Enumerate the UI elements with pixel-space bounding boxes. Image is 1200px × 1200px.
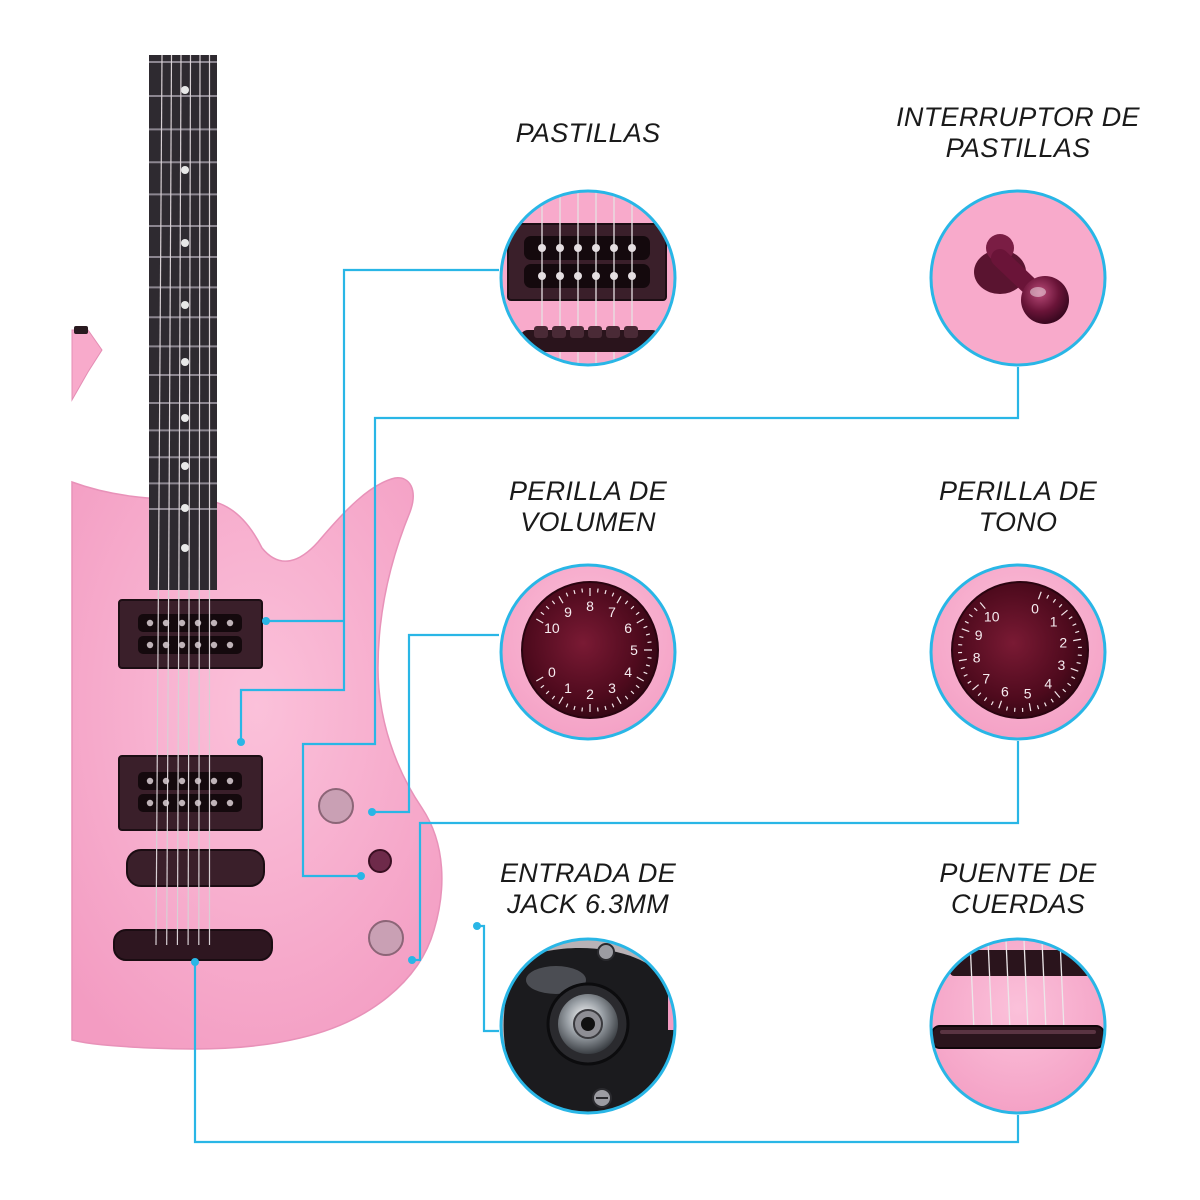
line-pickup-switch xyxy=(301,367,1020,878)
label-bridge: PUENTE DE CUERDAS xyxy=(908,858,1128,920)
pickup-pole-pieces xyxy=(146,619,234,807)
knob-number: 1 xyxy=(564,680,572,696)
guitar-upper-horn xyxy=(71,329,103,402)
body-volume-knob xyxy=(318,788,354,824)
knob-number: 2 xyxy=(586,686,594,702)
knob-number: 10 xyxy=(544,620,560,636)
knob-number: 6 xyxy=(1001,683,1009,699)
knob-number: 9 xyxy=(975,627,983,643)
line-bridge xyxy=(193,962,1020,1144)
bridge-closeup xyxy=(929,937,1107,1115)
label-volume-knob: PERILLA DE VOLUMEN xyxy=(478,476,698,538)
knob-number: 1 xyxy=(1050,614,1058,630)
tailpiece xyxy=(113,929,273,961)
knob-number: 2 xyxy=(1059,634,1067,650)
label-tone-knob-line-1: PERILLA DE xyxy=(938,476,1098,506)
tune-o-matic-bridge xyxy=(126,849,265,887)
callout-endpoints xyxy=(191,617,481,966)
knob-number: 0 xyxy=(1031,601,1039,617)
fret-inlays xyxy=(181,86,189,552)
knob-number: 6 xyxy=(624,620,632,636)
knob-number: 9 xyxy=(564,604,572,620)
label-pickups: PASTILLAS xyxy=(478,118,698,149)
line-volume-knob xyxy=(372,633,499,814)
label-pickup-switch-line-2: PASTILLAS xyxy=(945,133,1091,163)
label-jack-input-line-1: ENTRADA DE xyxy=(499,858,677,888)
guitar-strings xyxy=(155,54,211,946)
neck-pickup xyxy=(118,599,263,669)
knob-number: 8 xyxy=(586,598,594,614)
body-tone-knob xyxy=(368,920,404,956)
bridge-pickup xyxy=(118,755,263,831)
label-pickup-switch: INTERRUPTOR DE PASTILLAS xyxy=(888,102,1148,164)
knob-number: 3 xyxy=(608,680,616,696)
body-pickup-selector xyxy=(368,849,392,873)
label-bridge-line-2: CUERDAS xyxy=(950,889,1086,919)
label-bridge-line-1: PUENTE DE xyxy=(939,858,1097,888)
knob-number: 7 xyxy=(608,604,616,620)
label-jack-input: ENTRADA DE JACK 6.3MM xyxy=(478,858,698,920)
label-tone-knob-line-2: TONO xyxy=(978,507,1058,537)
knob-number: 10 xyxy=(984,608,1000,624)
line-jack-input xyxy=(477,924,499,1033)
callout-lines xyxy=(193,268,1020,1144)
pickups-closeup xyxy=(499,189,677,367)
knob-number: 3 xyxy=(1057,657,1065,673)
label-pickups-line-1: PASTILLAS xyxy=(515,118,661,148)
knob-number: 4 xyxy=(624,664,632,680)
strap-button xyxy=(74,326,88,334)
guitar-illustration xyxy=(71,54,443,1050)
label-volume-knob-line-2: VOLUMEN xyxy=(520,507,656,537)
knob-number: 8 xyxy=(973,650,981,666)
pickup-switch-closeup xyxy=(929,189,1107,367)
label-tone-knob: PERILLA DE TONO xyxy=(908,476,1128,538)
label-pickup-switch-line-1: INTERRUPTOR DE xyxy=(896,102,1140,132)
jack-input-closeup xyxy=(499,937,677,1115)
label-jack-input-line-2: JACK 6.3MM xyxy=(506,889,670,919)
knob-number: 0 xyxy=(548,664,556,680)
knob-number: 7 xyxy=(982,670,990,686)
knob-number: 5 xyxy=(1024,685,1032,701)
knob-number: 4 xyxy=(1044,676,1052,692)
knob-number: 5 xyxy=(630,642,638,658)
line-pickups xyxy=(239,268,499,742)
label-volume-knob-line-1: PERILLA DE xyxy=(508,476,668,506)
line-tone-knob xyxy=(412,741,1020,962)
